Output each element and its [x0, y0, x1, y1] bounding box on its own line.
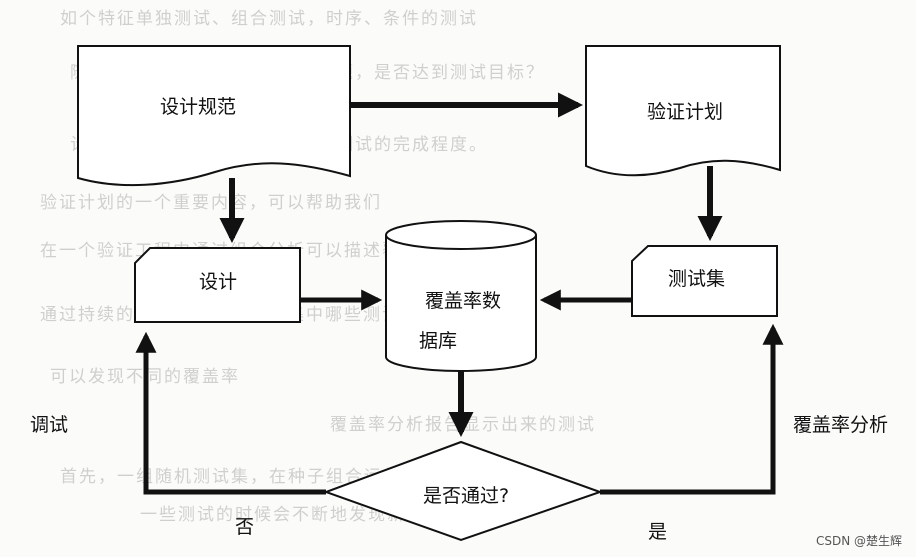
- background-text-line: 一些测试的时候会不断地发现新问题: [140, 505, 444, 525]
- background-text-line: 验证计划的一个重要内容，可以帮助我们: [40, 193, 382, 213]
- design-node: [134, 247, 301, 323]
- verification-plan-node: [585, 45, 781, 177]
- pass-decision-node: [323, 440, 604, 542]
- yes-coverage-analysis-arrow: [600, 323, 784, 495]
- pass-decision-label: 是否通过?: [423, 485, 510, 507]
- test-set-label: 测试集: [668, 268, 726, 290]
- coverage-database-label-line2: 据库: [419, 330, 458, 352]
- verification-plan-label: 验证计划: [647, 101, 724, 123]
- design-spec-node: [77, 45, 351, 187]
- watermark-text: CSDN @楚生辉: [815, 534, 902, 548]
- background-text-line: 如个特征单独测试、组合测试，时序、条件的测试: [60, 9, 478, 29]
- coverage-database-label-line1: 覆盖率数: [425, 290, 502, 312]
- design-label: 设计: [199, 271, 238, 293]
- debug-label: 调试: [30, 414, 69, 436]
- coverage-database-node: [385, 220, 537, 372]
- design-spec-label: 设计规范: [160, 96, 237, 118]
- coverage-analysis-label: 覆盖率分析: [793, 414, 889, 436]
- no-debug-arrow: [135, 331, 326, 495]
- no-label: 否: [235, 516, 255, 538]
- yes-label: 是: [648, 521, 668, 543]
- test-set-node: [631, 245, 778, 317]
